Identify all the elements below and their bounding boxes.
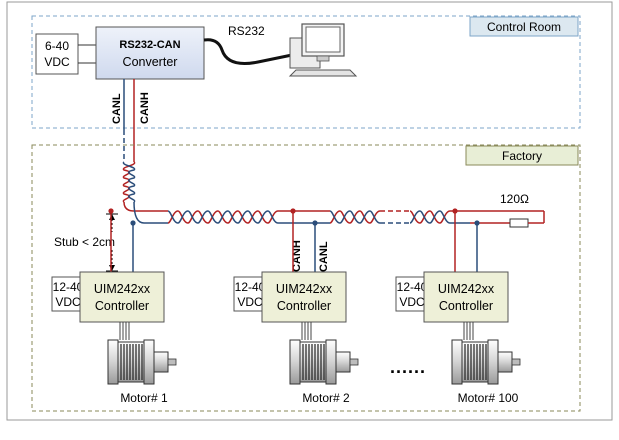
converter-canh-label: CANH [139, 92, 151, 124]
control-room-title: Control Room [487, 20, 561, 34]
can-bus-twisted-pair [150, 210, 470, 224]
rs232-label: RS232 [228, 24, 265, 38]
controller-label-line1: UIM242xx [94, 282, 151, 296]
stepper-motor-icon [451, 339, 521, 385]
converter-canl-label: CANL [111, 93, 123, 124]
controller-label-line2: Controller [95, 299, 149, 313]
vertical-twisted-pair [122, 161, 150, 224]
controller-label-line1: UIM242xx [438, 282, 495, 296]
terminator-label: 120Ω [500, 192, 529, 206]
terminator-resistor [470, 210, 545, 228]
node-power-box [51, 276, 85, 312]
uim242xx-controller [79, 271, 165, 323]
canh-junction-dot [290, 208, 296, 214]
factory-header [465, 145, 579, 166]
uim242xx-controller [423, 271, 509, 323]
converter-power-line1: 6-40 [45, 39, 69, 53]
controller-label-line1: UIM242xx [276, 282, 333, 296]
node-power-line2: VDC [399, 295, 425, 309]
factory-area [31, 144, 581, 412]
control-room-header [469, 16, 579, 37]
rs232-can-converter [95, 26, 205, 80]
control-room-area [31, 15, 581, 129]
motor-label: Motor# 2 [302, 391, 350, 405]
stepper-motor-icon [289, 339, 359, 385]
controller-label-line2: Controller [439, 299, 493, 313]
node2-canl-label: CANL [318, 241, 330, 272]
computer-icon [288, 23, 358, 77]
controller-label-line2: Controller [277, 299, 331, 313]
converter-power-box [35, 33, 79, 75]
node-power-line2: VDC [237, 295, 263, 309]
converter-power-line2: VDC [44, 55, 70, 69]
stub-label: Stub < 2cm [54, 235, 115, 249]
stepper-motor-icon [107, 339, 177, 385]
converter-label-line2: Converter [123, 55, 178, 69]
node-power-line1: 12-40 [53, 280, 84, 294]
outer-frame [6, 1, 613, 421]
motor-label: Motor# 1 [120, 391, 168, 405]
rs232-cable [203, 38, 293, 65]
canh-junction-dot [452, 208, 458, 214]
node-power-line1: 12-40 [397, 280, 428, 294]
canl-junction-dot [312, 220, 318, 226]
node2-canh-label: CANH [291, 240, 303, 272]
node-power-line2: VDC [55, 295, 81, 309]
converter-label-line1: RS232-CAN [119, 39, 180, 51]
uim242xx-controller [261, 271, 347, 323]
canl-junction-dot [130, 220, 136, 226]
factory-title: Factory [502, 149, 542, 163]
node-power-box [395, 276, 429, 312]
more-nodes-ellipsis: ...... [390, 357, 426, 377]
node-power-line1: 12-40 [235, 280, 266, 294]
canl-junction-dot [474, 220, 480, 226]
motor-label: Motor# 100 [458, 391, 519, 405]
canh-junction-dot [108, 208, 114, 214]
